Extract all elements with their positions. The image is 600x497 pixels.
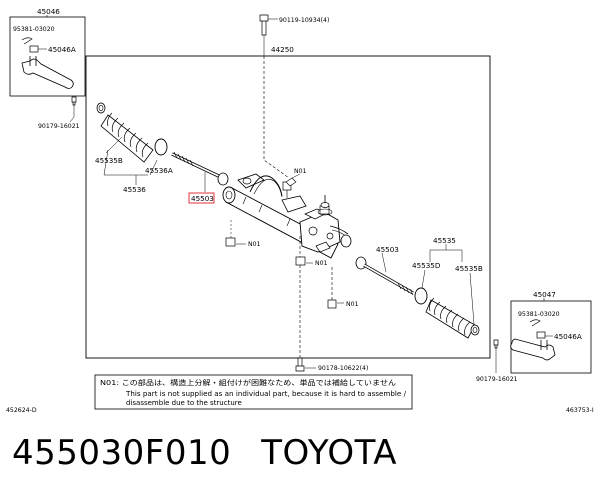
main-assembly-frame (85, 55, 491, 359)
note-line-english-1: This part is not supplied as an individu… (125, 390, 407, 398)
grease-fitting-right-icon (493, 339, 499, 349)
label-45046a-left: 45046A (48, 45, 76, 54)
ball-joint-left-icon (217, 172, 229, 186)
bushing-n01-upper-icon (285, 177, 297, 187)
code-right: 463753-I (566, 407, 594, 414)
label-90179-left: 90179-16021 (38, 123, 80, 130)
code-left: 452624-D (6, 407, 37, 414)
label-45536a: 45536A (145, 166, 173, 175)
inner-tie-rod-left-icon (171, 151, 228, 182)
large-clamp-right-icon (414, 287, 428, 305)
label-45503-right: 45503 (376, 245, 399, 254)
note-line-english-2: disassemble due to the structure (126, 399, 242, 407)
rack-housing-icon (222, 173, 352, 259)
small-clamp-right-icon (470, 324, 480, 336)
label-90119-bolt: 90119-10934(4) (279, 17, 329, 24)
brand-name: TOYOTA (261, 433, 397, 473)
ball-joint-right-icon (355, 256, 367, 270)
highlight-box-45503 (188, 192, 215, 204)
grease-fitting-left-icon (71, 96, 77, 106)
cotter-pin-icon (21, 37, 33, 45)
label-45046-box: 45046 (37, 7, 60, 16)
label-45503-highlighted: 45503 (191, 194, 214, 203)
note-line-japanese: N01: この部品は、構造上分解・組付けが困難なため、単品では補給していません (100, 378, 396, 387)
label-45536: 45536 (123, 185, 146, 194)
label-45046a-right: 45046A (554, 332, 582, 341)
tie-rod-end-box-left (9, 16, 86, 97)
label-90179-right: 90179-16021 (476, 376, 518, 383)
steering-boot-right-icon (425, 297, 476, 339)
label-45535b-left: 45535B (95, 156, 123, 165)
steering-boot-left-icon (100, 112, 154, 163)
cotter-pin-right-icon (529, 319, 541, 327)
tie-rod-end-right-icon (510, 338, 556, 361)
label-95381-left: 95381-03020 (13, 26, 55, 33)
label-n01-lower: N01 (346, 301, 359, 308)
castle-nut-right-icon (536, 331, 546, 339)
bottom-bolt-icon (295, 357, 305, 372)
label-95381-right: 95381-03020 (518, 311, 560, 318)
dashed-leader-top (263, 56, 290, 179)
bushing-n01-lower-icon (327, 299, 337, 309)
small-clamp-left-icon (96, 102, 106, 114)
castle-nut-icon (29, 45, 39, 53)
label-44250: 44250 (271, 45, 294, 54)
part-number: 455030F010 (12, 433, 232, 473)
tie-rod-end-left-icon (21, 58, 74, 89)
steering-rack-exploded-diagram: 45046 95381-03020 45046A 90179-16021 901… (6, 7, 594, 414)
label-45535: 45535 (433, 236, 456, 245)
bushing-n01-right-icon (295, 256, 306, 266)
label-n01-left: N01 (248, 241, 261, 248)
large-clamp-left-icon (154, 138, 168, 156)
note-box (94, 374, 413, 410)
label-n01-upper: N01 (294, 168, 307, 175)
label-45535b-right: 45535B (455, 264, 483, 273)
tie-rod-end-box-right (510, 300, 592, 374)
label-45047-box: 45047 (533, 290, 556, 299)
label-45535d: 45535D (412, 261, 441, 270)
top-bolt-icon (259, 14, 269, 36)
inner-tie-rod-right-icon (363, 263, 414, 296)
bushing-n01-left-icon (225, 237, 236, 247)
label-n01-right: N01 (315, 260, 328, 267)
label-90178-bolt: 90178-10622(4) (318, 365, 368, 372)
part-caption: 455030F010 TOYOTA (12, 433, 397, 473)
